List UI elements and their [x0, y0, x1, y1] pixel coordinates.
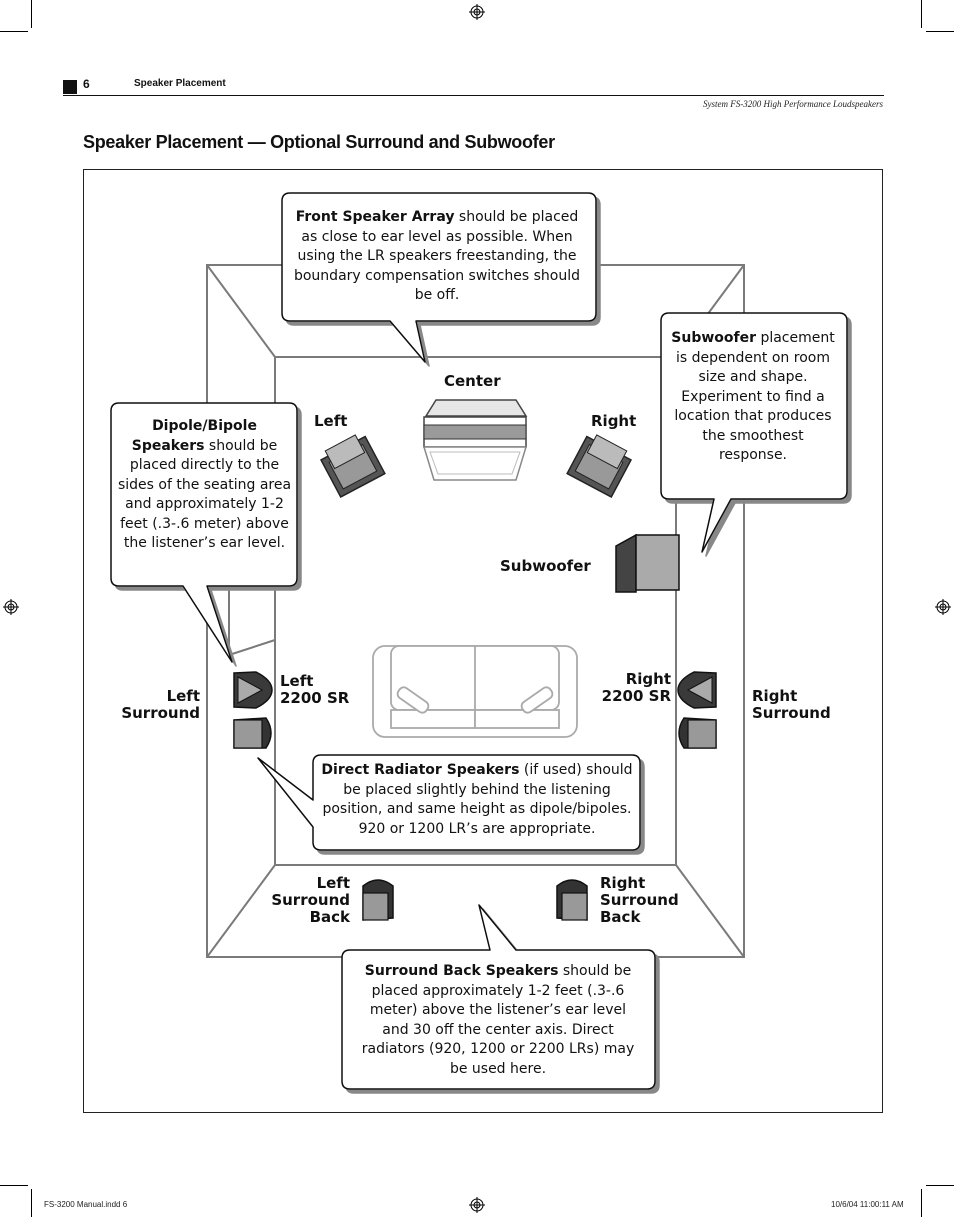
left-front-speaker-icon [319, 434, 386, 499]
footer-timestamp: 10/6/04 11:00:11 AM [831, 1200, 904, 1209]
diagram-frame [83, 169, 883, 1113]
label-center: Center [444, 372, 501, 390]
page-title: Speaker Placement — Optional Surround an… [83, 132, 555, 152]
callout-bold: Surround Back Speakers [364, 963, 559, 979]
dipole-callout-bubble [110, 402, 298, 663]
label-subwoofer: Subwoofer [500, 557, 591, 575]
sofa-icon [372, 645, 578, 738]
callout-body: placement is dependent on room size and … [674, 330, 835, 463]
front-callout-bubble [281, 192, 597, 363]
registration-mark-icon [3, 599, 19, 615]
section-title: Speaker Placement [134, 78, 226, 89]
callout-body: (if used) should be placed slightly behi… [322, 762, 633, 837]
crop-mark [0, 31, 28, 32]
callout-bold: Front Speaker Array [295, 209, 455, 225]
right-direct-speaker-icon [678, 717, 717, 749]
left-surround-back-speaker-icon [362, 879, 394, 921]
label-right-2200sr: Right 2200 SR [601, 670, 671, 705]
crop-mark [31, 1189, 32, 1217]
subwoofer-callout-bubble [660, 312, 848, 553]
crop-mark [926, 31, 954, 32]
callout-bold: Direct Radiator Speakers [321, 762, 520, 778]
surround-back-callout-text: Surround Back Speakers should be placed … [356, 962, 640, 1079]
crop-mark [926, 1185, 954, 1186]
direct-callout-bubble [257, 754, 641, 851]
right-dipole-speaker-icon [677, 671, 717, 709]
left-direct-speaker-icon [233, 717, 272, 749]
callout-body: should be placed approximately 1-2 feet … [361, 963, 635, 1077]
label-left: Left [314, 412, 348, 430]
crop-mark [921, 1189, 922, 1217]
left-dipole-speaker-icon [233, 671, 273, 709]
right-front-speaker-icon [566, 434, 633, 499]
label-right-surround-back: Right Surround Back [600, 874, 679, 926]
right-surround-back-speaker-icon [556, 879, 588, 921]
registration-mark-icon [469, 1197, 485, 1213]
label-right-surround: Right Surround [752, 687, 831, 722]
center-speaker-icon [422, 399, 528, 481]
page-number: 6 [83, 77, 90, 91]
crop-mark [0, 1185, 28, 1186]
subwoofer-callout-text: Subwoofer placement is dependent on room… [671, 329, 835, 466]
callout-bold: Subwoofer [671, 330, 756, 346]
page-marker [63, 80, 77, 94]
dipole-callout-text: Dipole/Bipole Speakers should be placed … [116, 417, 293, 554]
subwoofer-icon [615, 533, 680, 593]
footer-filename: FS-3200 Manual.indd 6 [44, 1200, 128, 1209]
crop-mark [921, 0, 922, 28]
registration-mark-icon [935, 599, 951, 615]
label-left-surround: Left Surround [121, 687, 200, 722]
surround-back-callout-bubble [341, 904, 656, 1090]
callout-body: should be placed directly to the sides o… [117, 437, 292, 552]
product-subtitle: System FS-3200 High Performance Loudspea… [703, 99, 883, 109]
front-callout-text: Front Speaker Array should be placed as … [292, 208, 582, 306]
label-left-surround-back: Left Surround Back [271, 874, 350, 926]
direct-callout-text: Direct Radiator Speakers (if used) shoul… [317, 761, 637, 839]
callout-body: should be placed as close to ear level a… [293, 209, 580, 303]
label-left-2200sr: Left 2200 SR [280, 672, 350, 707]
registration-mark-icon [469, 4, 485, 20]
header-rule [63, 95, 884, 96]
label-right: Right [591, 412, 637, 430]
callout-bold: Dipole/Bipole Speakers [131, 418, 257, 454]
crop-mark [31, 0, 32, 28]
